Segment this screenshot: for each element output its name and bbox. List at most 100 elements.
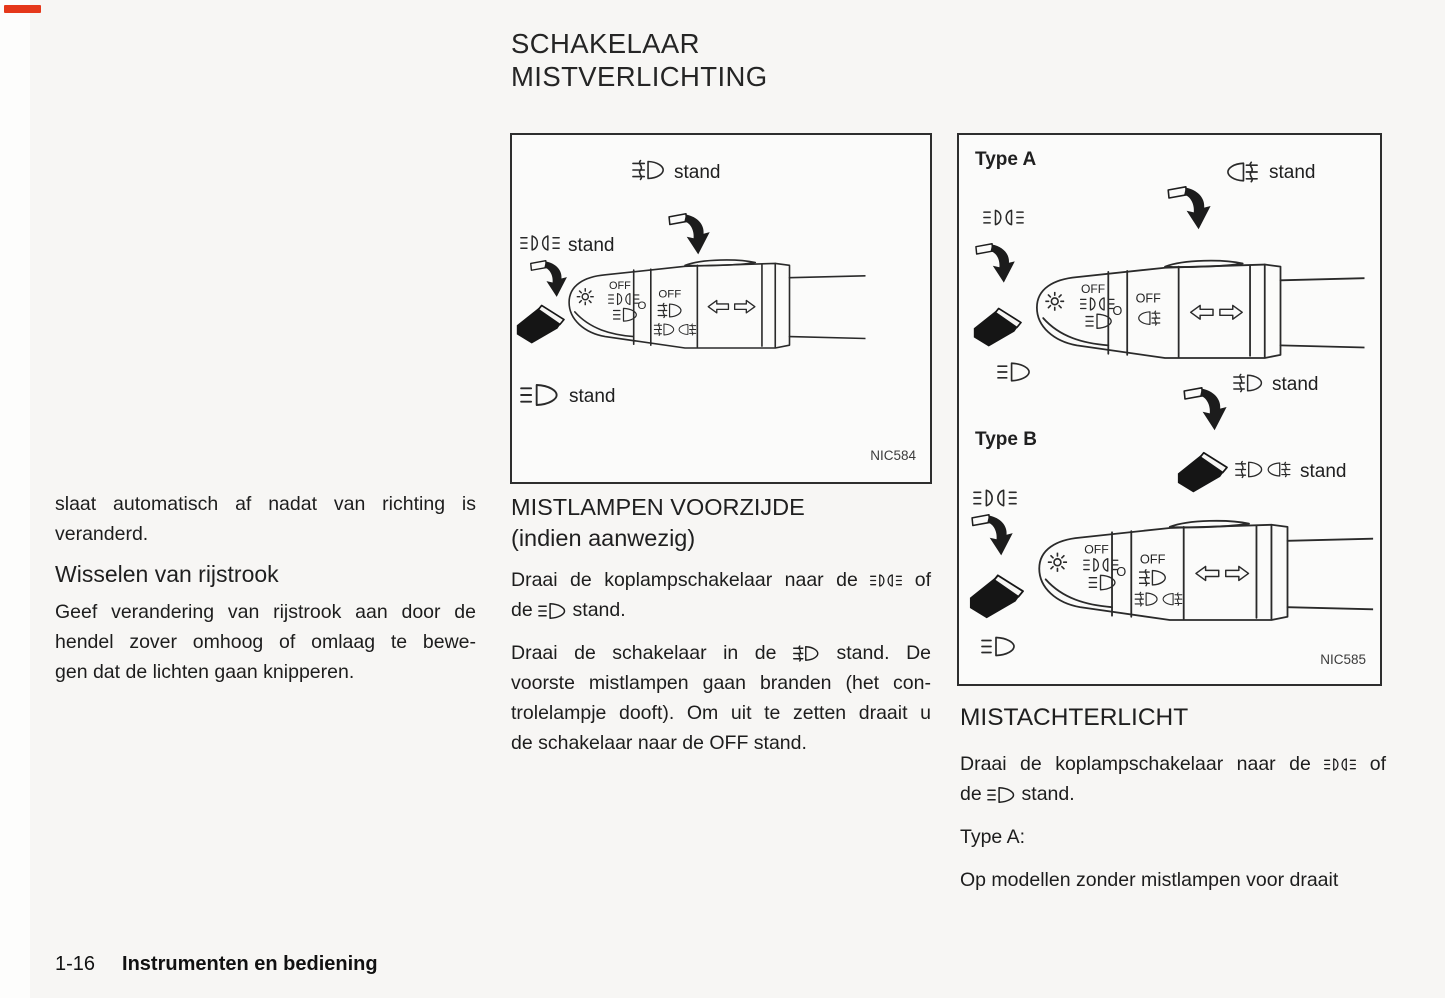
- turn-signal-arrows-icon: [1195, 565, 1250, 582]
- body-text: veranderd.: [55, 523, 149, 545]
- figure-code: NIC585: [1320, 652, 1366, 667]
- body-text: Op modellen zonder mistlampen voor draai…: [960, 869, 1339, 891]
- body-text: Draai de koplampschakelaar naar de: [511, 569, 858, 591]
- page-title: SCHAKELAAR MISTVERLICHTING: [511, 27, 768, 93]
- body-line: de schakelaar naar de OFF stand.: [511, 728, 931, 758]
- body-line: Op modellen zonder mistlampen voor draai…: [960, 865, 1386, 895]
- figure-fog-switch-types: OFF O OFF: [957, 133, 1382, 686]
- low-beam-headlight-icon: [1085, 313, 1112, 330]
- type-a-label: Type A: [975, 149, 1037, 170]
- scan-gutter: [0, 0, 30, 998]
- low-beam-headlight-icon: [538, 603, 566, 619]
- section-heading-line1: MISTLAMPEN VOORZIJDE: [511, 494, 805, 520]
- stand-label: stand: [674, 162, 720, 183]
- position-lights-icon: [983, 209, 1024, 226]
- front-fog-light-icon: [632, 159, 665, 181]
- body-text: Type A:: [960, 826, 1026, 848]
- stand-label: stand: [1300, 461, 1346, 482]
- body-text: stand.: [572, 599, 626, 621]
- page-title-line2: MISTVERLICHTING: [511, 61, 768, 92]
- rear-fog-light-icon: [1267, 461, 1291, 478]
- low-beam-headlight-icon: [987, 787, 1015, 803]
- position-lights-icon: [1083, 558, 1119, 572]
- light-switch-stalk-type-b: OFF O OFF: [1038, 519, 1374, 621]
- figure-fog-switch: OFF O OFF stand stand stand NIC584: [510, 133, 932, 484]
- front-fog-light-icon: [1235, 460, 1263, 479]
- front-fog-light-icon: [657, 302, 682, 319]
- front-fog-light-icon: [1138, 569, 1166, 587]
- body-line: Draai de koplampschakelaar naar de of: [511, 565, 931, 595]
- stalk-off-label: OFF: [1140, 551, 1166, 566]
- footer-section-title: Instrumenten en bediening: [122, 953, 378, 975]
- type-a-line: Type A:: [960, 822, 1386, 852]
- body-text: of: [914, 569, 931, 591]
- footer-page-number: 1-16: [55, 953, 96, 975]
- stalk-end-lever-icon: [968, 574, 1024, 620]
- section-heading: MISTACHTERLICHT: [960, 704, 1189, 731]
- body-text: de: [960, 783, 982, 805]
- body-line: gen dat de lichten gaan knipperen.: [55, 657, 476, 687]
- body-line: Geef verandering van rijstrook aan door …: [55, 597, 476, 627]
- position-lights-icon: [1324, 758, 1357, 771]
- rotate-collar-arrow-icon: [1183, 386, 1228, 432]
- stalk-off-label: OFF: [658, 289, 681, 301]
- stalk-end-lever-icon: [1176, 451, 1228, 494]
- stalk-off-label: OFF: [1081, 282, 1105, 296]
- front-fog-light-icon: [1233, 373, 1263, 393]
- page-title-line1: SCHAKELAAR: [511, 28, 700, 59]
- stalk-o-label: O: [1116, 564, 1126, 579]
- body-text: Draai de schakelaar in de: [511, 642, 777, 664]
- body-text: slaat automatisch af nadat van richting …: [55, 493, 476, 515]
- body-text: Draai de koplampschakelaar naar de: [960, 753, 1311, 775]
- low-beam-headlight-icon: [520, 383, 558, 407]
- rotate-collar-arrow-icon: [529, 259, 568, 298]
- figure-code: NIC584: [870, 448, 916, 463]
- body-line: Draai de koplampschakelaar naar de of: [960, 749, 1386, 779]
- light-switch-stalk-type-a: OFF O OFF: [1036, 259, 1365, 359]
- stalk-o-label: O: [1113, 304, 1123, 318]
- rotate-collar-arrow-icon: [975, 242, 1016, 284]
- section-heading-line2: (indien aanwezig): [511, 525, 696, 551]
- stalk-o-label: O: [638, 300, 647, 312]
- body-line: de stand.: [960, 779, 1386, 809]
- stand-label: stand: [1272, 374, 1318, 395]
- position-lights-icon: [520, 235, 560, 251]
- rotate-collar-arrow-icon: [668, 212, 711, 256]
- body-text: stand.: [1021, 783, 1075, 805]
- body-text: hendel zover omhoog of omlaag te bewe-: [55, 631, 476, 653]
- body-line: hendel zover omhoog of omlaag te bewe-: [55, 627, 476, 657]
- body-text: stand. De: [836, 642, 931, 664]
- stalk-off-label: OFF: [1136, 291, 1161, 305]
- body-line: slaat automatisch af nadat van richting …: [55, 489, 476, 519]
- rear-fog-light-icon: [1162, 592, 1183, 607]
- turn-signal-arrows-icon: [707, 299, 756, 314]
- body-text: trolelampje dooft). Om uit te zetten dra…: [511, 702, 931, 724]
- front-fog-light-icon: [1134, 591, 1158, 607]
- body-text: of: [1369, 753, 1386, 775]
- brightness-sun-icon: [1045, 291, 1065, 311]
- position-lights-icon: [608, 292, 640, 306]
- low-beam-headlight-icon: [981, 636, 1015, 657]
- rear-fog-light-icon: [1227, 161, 1258, 183]
- body-line: de stand.: [511, 595, 931, 625]
- stalk-off-label: OFF: [1084, 543, 1109, 557]
- rear-fog-light-icon: [1138, 310, 1161, 326]
- low-beam-headlight-icon: [997, 362, 1031, 382]
- body-text: Geef verandering van rijstrook aan door …: [55, 601, 476, 623]
- subsection-heading: Wisselen van rijstrook: [55, 561, 279, 587]
- rear-fog-light-icon: [678, 323, 697, 336]
- stand-label: stand: [569, 386, 615, 407]
- rotate-collar-arrow-icon: [1167, 185, 1212, 231]
- brightness-sun-icon: [576, 288, 594, 306]
- page-footer: 1-16 Instrumenten en bediening: [55, 953, 378, 976]
- middle-column: MISTLAMPEN VOORZIJDE (indien aanwezig) D…: [511, 492, 931, 758]
- front-fog-light-icon: [653, 322, 675, 337]
- right-column: MISTACHTERLICHT Draai de koplampschakela…: [960, 702, 1386, 895]
- type-b-label: Type B: [975, 429, 1037, 450]
- section-heading: MISTLAMPEN VOORZIJDE (indien aanwezig): [511, 492, 931, 554]
- position-lights-icon: [1079, 297, 1115, 311]
- body-line: Draai de schakelaar in de stand. De: [511, 638, 931, 668]
- body-text: de: [511, 599, 533, 621]
- body-line: trolelampje dooft). Om uit te zetten dra…: [511, 698, 931, 728]
